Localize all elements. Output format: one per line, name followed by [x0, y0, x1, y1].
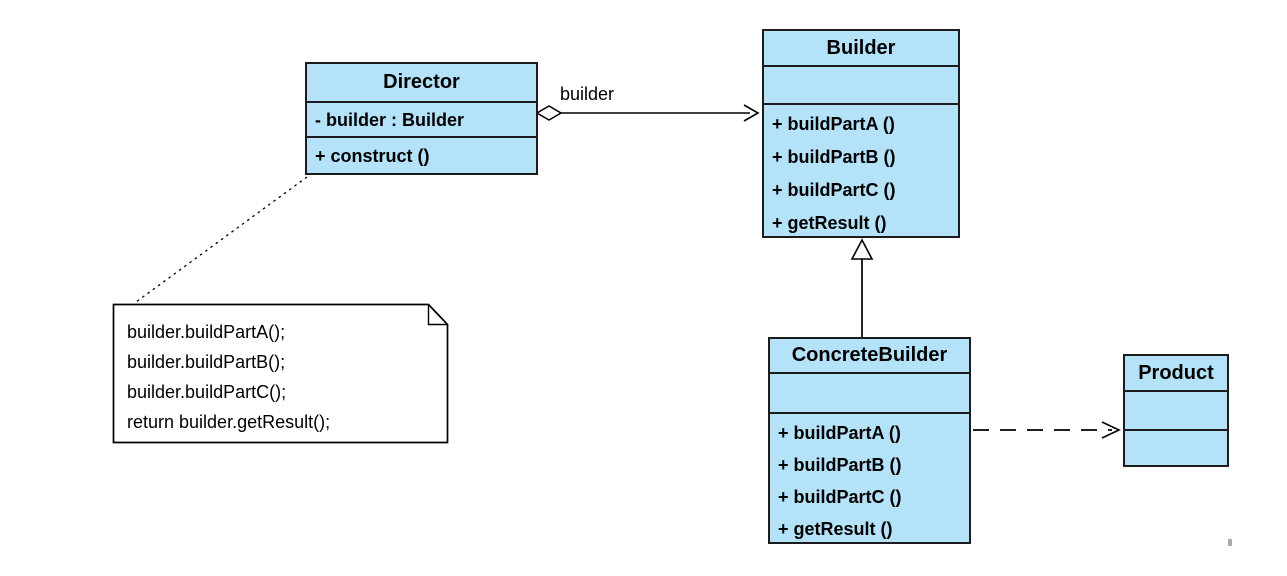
- class-director-methods: + construct (): [307, 138, 536, 173]
- code-note: builder.buildPartA(); builder.buildPartB…: [113, 304, 448, 443]
- note-line: builder.buildPartC();: [127, 382, 287, 402]
- method: + buildPartC (): [778, 487, 902, 507]
- method: + construct (): [315, 146, 430, 166]
- method: + buildPartA (): [778, 423, 901, 443]
- class-builder: Builder + buildPartA () + buildPartB () …: [762, 29, 960, 238]
- class-builder-name: Builder: [764, 31, 958, 67]
- class-director: Director - builder : Builder + construct…: [305, 62, 538, 175]
- stray-mark: [1228, 539, 1232, 546]
- method: + getResult (): [772, 213, 887, 233]
- class-builder-attributes: [764, 67, 958, 105]
- dependency-arrowhead: [1101, 421, 1121, 439]
- note-line: builder.buildPartB();: [127, 352, 286, 372]
- aggregation-arrowhead: [743, 104, 760, 122]
- note-line: builder.buildPartA();: [127, 322, 286, 342]
- class-concrete-builder-methods: + buildPartA () + buildPartB () + buildP…: [770, 414, 969, 545]
- class-concrete-builder-name: ConcreteBuilder: [770, 339, 969, 374]
- class-product-name: Product: [1125, 356, 1227, 392]
- class-director-name: Director: [307, 64, 536, 103]
- class-concrete-builder: ConcreteBuilder + buildPartA () + buildP…: [768, 337, 971, 544]
- class-product: Product: [1123, 354, 1229, 467]
- method: + getResult (): [778, 519, 893, 539]
- method: + buildPartA (): [772, 114, 895, 134]
- aggregation-role-label: builder: [560, 84, 615, 104]
- generalization-triangle: [850, 238, 874, 260]
- method: + buildPartB (): [772, 147, 896, 167]
- method: + buildPartC (): [772, 180, 896, 200]
- note-line: return builder.getResult();: [127, 412, 331, 432]
- note-anchor-line: [135, 176, 308, 303]
- attribute: - builder : Builder: [315, 109, 465, 130]
- note-fold-line: [427, 304, 448, 326]
- class-concrete-builder-attributes: [770, 374, 969, 414]
- class-director-attributes: - builder : Builder: [307, 103, 536, 138]
- class-product-attributes: [1125, 392, 1227, 431]
- aggregation-diamond: [535, 105, 563, 121]
- class-builder-methods: + buildPartA () + buildPartB () + buildP…: [764, 105, 958, 240]
- method: + buildPartB (): [778, 455, 902, 475]
- class-product-methods: [1125, 431, 1227, 465]
- note-shape: [112, 303, 449, 444]
